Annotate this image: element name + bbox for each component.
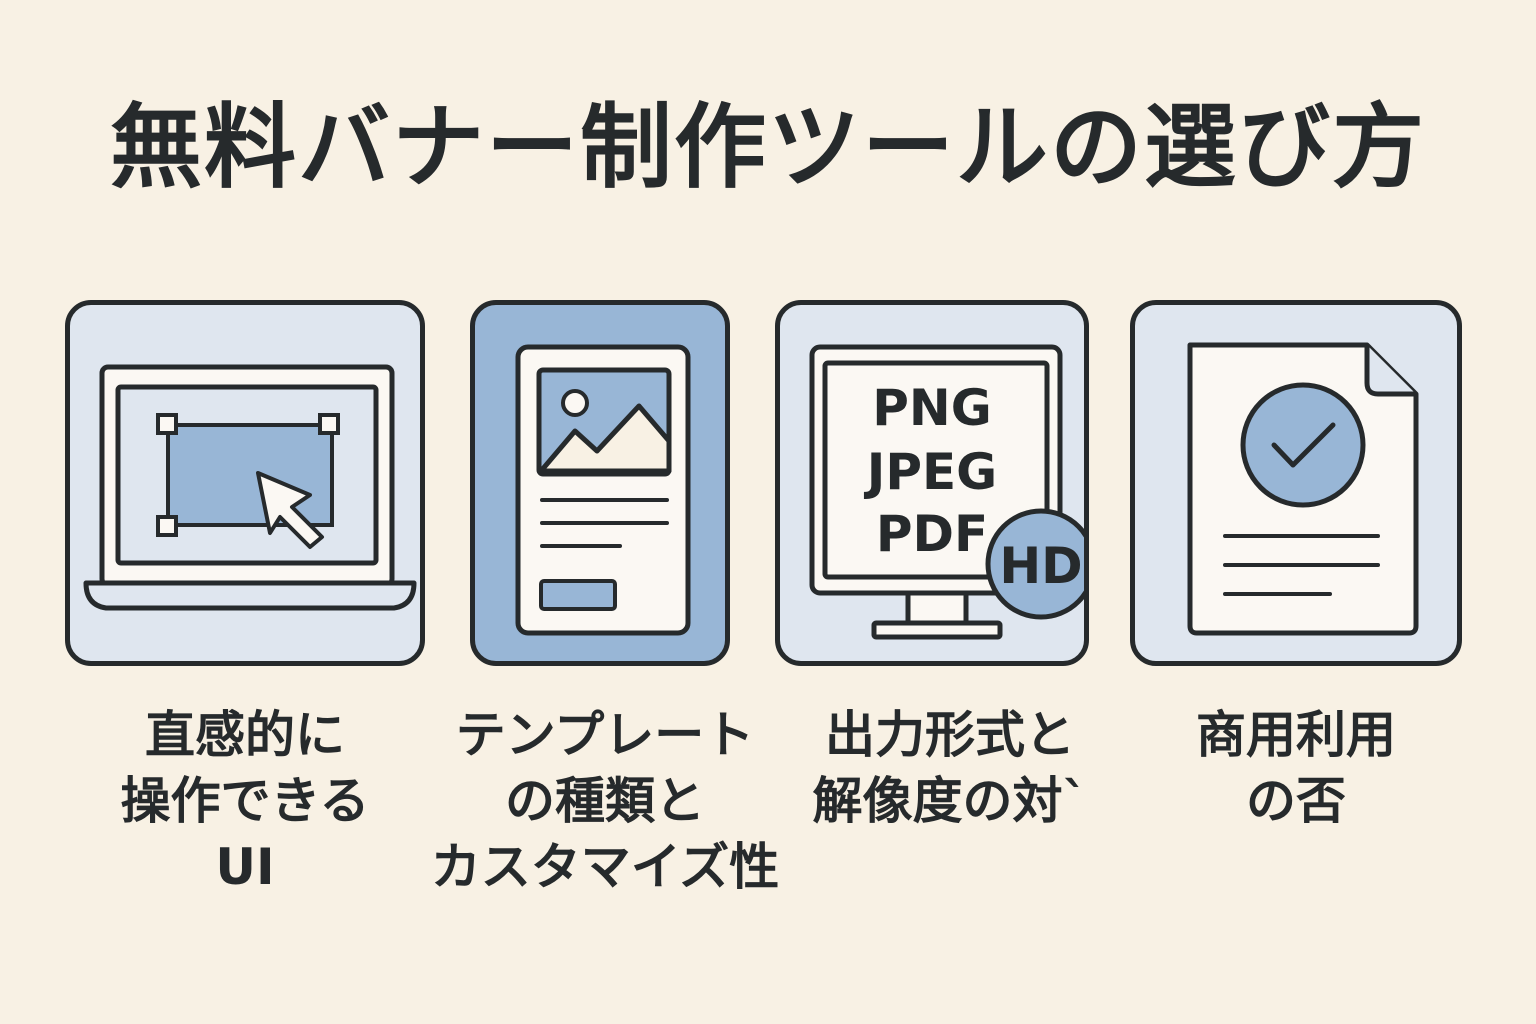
template-document-image-icon xyxy=(515,344,691,636)
page-title: 無料バナー制作ツールの選び方 xyxy=(109,94,1426,201)
card-intuitive-ui xyxy=(65,300,425,666)
label-line: テンプレート xyxy=(455,706,755,764)
label-templates: テンプレート の種類と カスタマイズ性 xyxy=(420,702,790,900)
card-commercial-use xyxy=(1130,300,1462,666)
monitor-formats-hd-icon: PNG JPEG PDF HD xyxy=(809,344,1084,640)
card-output-format: PNG JPEG PDF HD xyxy=(775,300,1089,666)
format-png: PNG xyxy=(872,379,992,437)
hd-badge xyxy=(985,508,1084,620)
label-line: の否 xyxy=(1246,772,1346,830)
format-jpeg: JPEG xyxy=(864,443,997,501)
laptop-selection-cursor-icon xyxy=(83,364,417,611)
label-line: 商用利用 xyxy=(1196,706,1396,764)
label-line: の種類と xyxy=(505,772,705,830)
label-output-format: 出力形式と 解像度の対` xyxy=(790,702,1110,834)
document-checkmark-icon xyxy=(1187,342,1419,636)
hd-badge-label: HD xyxy=(999,537,1082,595)
label-line: 操作できる xyxy=(120,772,370,830)
label-intuitive-ui: 直感的に 操作できる UI xyxy=(65,702,425,900)
format-pdf: PDF xyxy=(876,505,988,563)
label-commercial-use: 商用利用 の否 xyxy=(1130,702,1462,834)
label-line: 直感的に xyxy=(145,706,345,764)
label-line: UI xyxy=(215,838,275,896)
label-line: 出力形式と xyxy=(825,706,1075,764)
label-line: カスタマイズ性 xyxy=(430,838,780,896)
label-line: 解像度の対` xyxy=(812,772,1088,830)
card-templates xyxy=(470,300,730,666)
